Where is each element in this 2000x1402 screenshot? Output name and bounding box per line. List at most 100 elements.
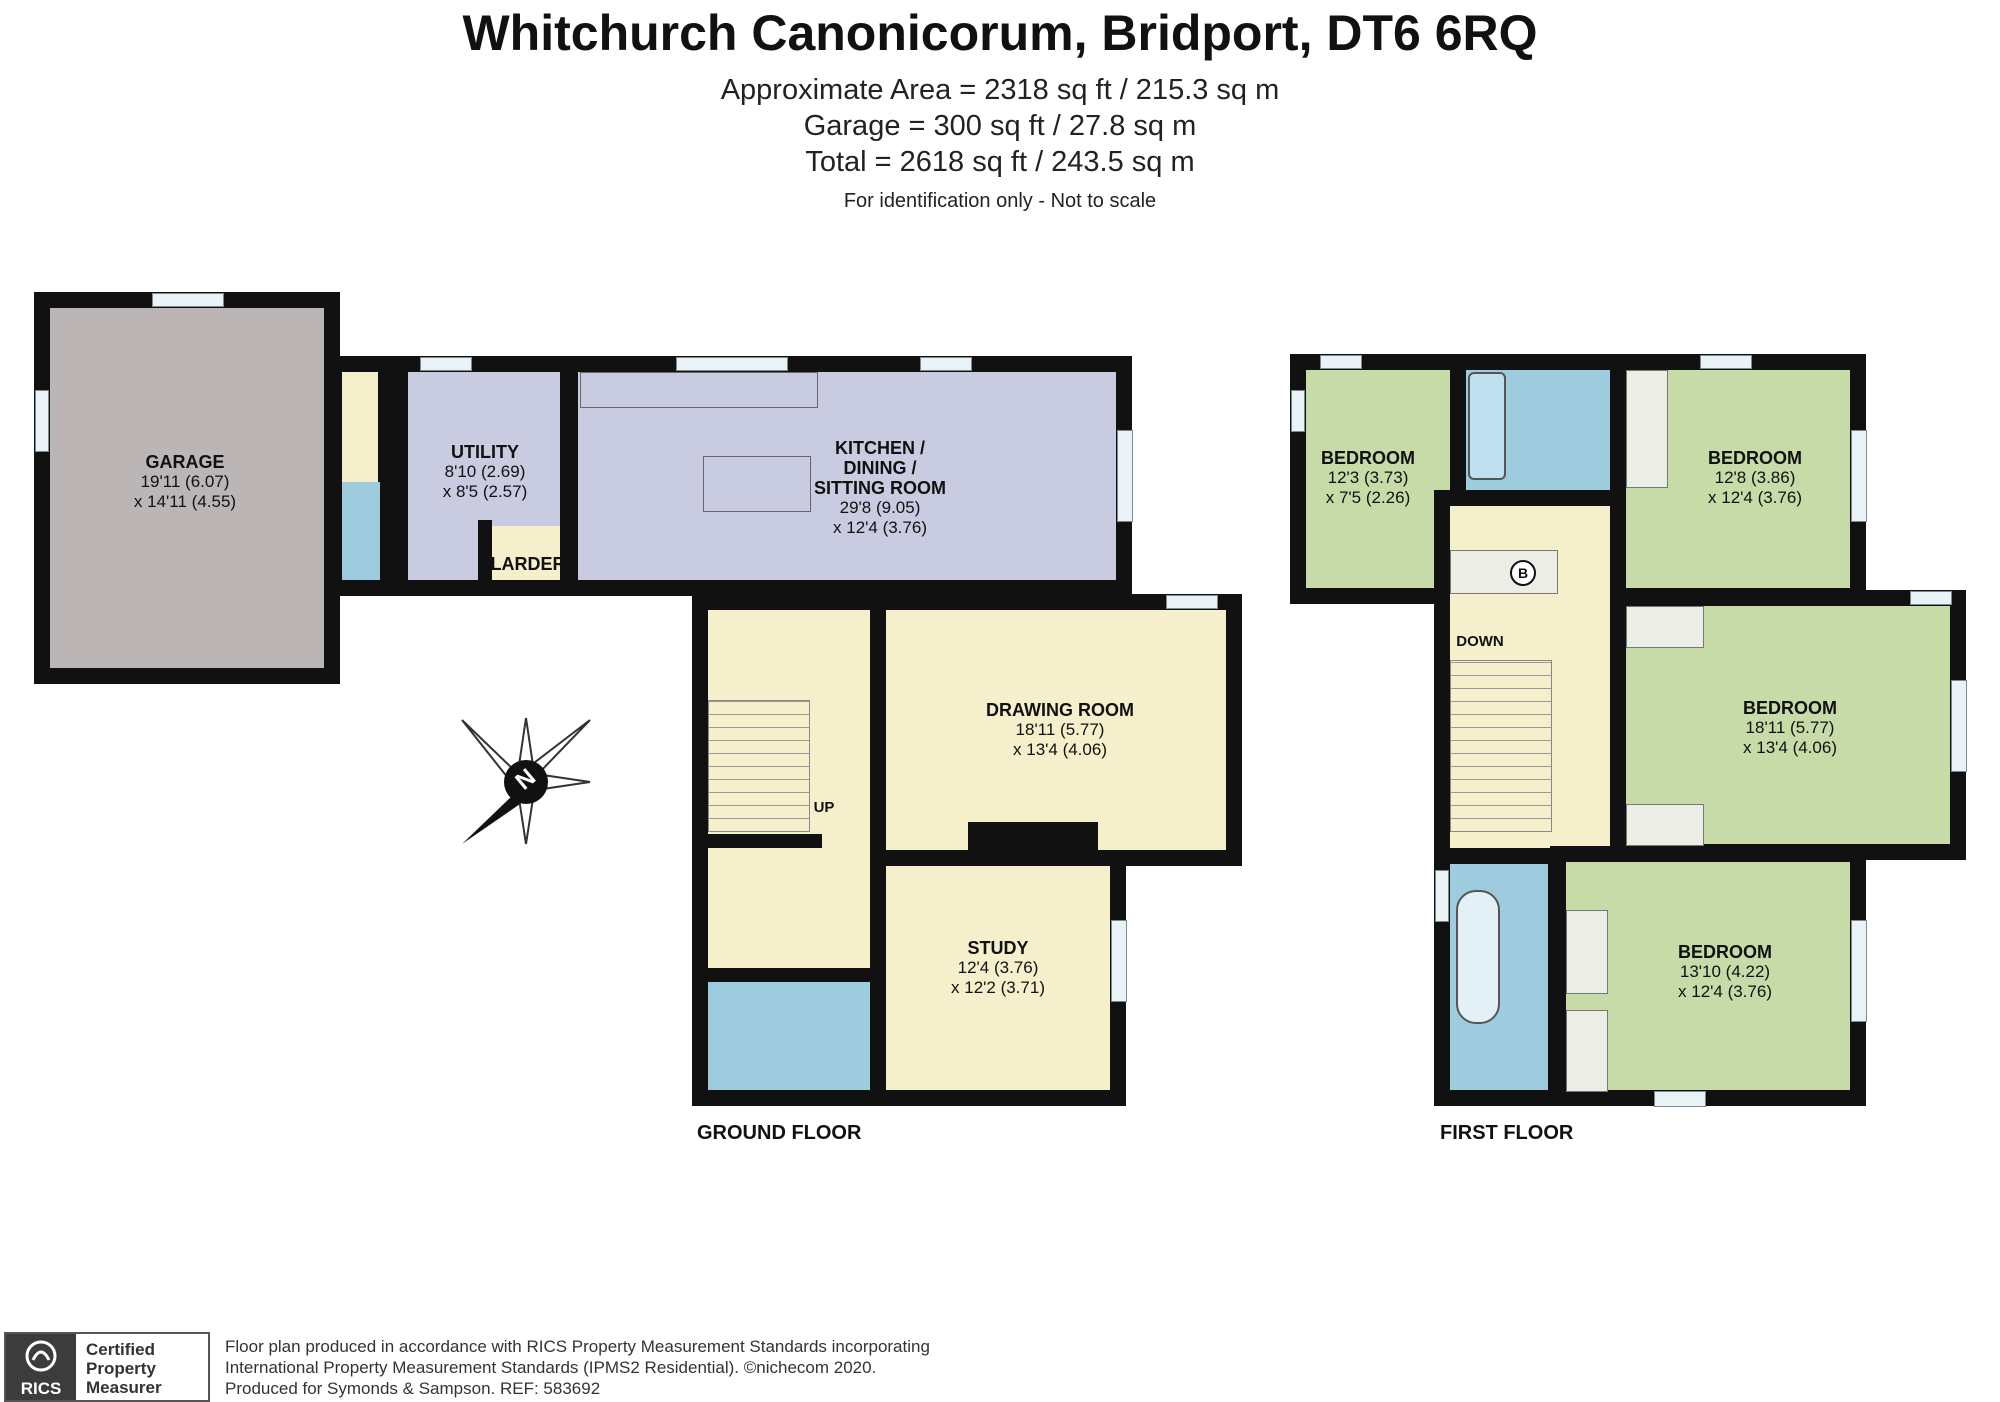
rics-logo-text: RICS <box>20 1379 62 1398</box>
bathroom-side-window <box>1435 870 1449 922</box>
rics-certified-badge: RICS Certified Property Measurer <box>4 1332 210 1402</box>
shower-room <box>708 982 870 1090</box>
drawing-room-dim1: 18'11 (5.77) <box>1015 720 1105 739</box>
freestanding-bath-icon <box>1456 890 1500 1024</box>
utility-name: UTILITY <box>451 442 519 462</box>
airing-cupboard <box>1450 550 1558 594</box>
study-window <box>1111 920 1127 1002</box>
garage-area: Garage = 300 sq ft / 27.8 sq m <box>803 110 1197 142</box>
kitchen-name-1: KITCHEN / <box>835 438 925 458</box>
larder-label: LARDER <box>488 554 568 574</box>
larder <box>492 526 560 580</box>
ground-staircase <box>708 700 810 832</box>
shower-room-wall <box>692 968 886 982</box>
study-dim1: 12'4 (3.76) <box>957 958 1039 977</box>
study-room <box>870 850 1126 1106</box>
cloakroom-wc <box>342 482 380 580</box>
rics-badge-line-1: Certified <box>86 1340 155 1359</box>
compass-rose-icon <box>461 717 591 845</box>
study-label: STUDY 12'4 (3.76) x 12'2 (3.71) <box>900 938 1096 998</box>
bedroom-4-dim1: 13'10 (4.22) <box>1679 962 1771 981</box>
bedroom-1-dim1: 12'3 (3.73) <box>1327 468 1409 487</box>
bedroom-2-wardrobe <box>1626 370 1668 488</box>
total-area: Total = 2618 sq ft / 243.5 sq m <box>805 146 1195 178</box>
study-name: STUDY <box>967 938 1029 958</box>
compass: N <box>460 716 592 846</box>
bedroom-1-name: BEDROOM <box>1321 448 1415 468</box>
garage-side-window <box>35 390 49 452</box>
bedroom-4-dim2: x 12'4 (3.76) <box>1678 982 1772 1001</box>
footer-line-1: Floor plan produced in accordance with R… <box>225 1337 930 1356</box>
drawing-room-name: DRAWING ROOM <box>986 700 1134 720</box>
bedroom-3-name: BEDROOM <box>1743 698 1837 718</box>
bedroom-1-window <box>1320 355 1362 369</box>
study-dim2: x 12'2 (3.71) <box>951 978 1045 997</box>
fireplace <box>968 822 1098 852</box>
bedroom-4-side-window <box>1851 920 1867 1022</box>
garage-dim2: x 14'11 (4.55) <box>133 492 237 511</box>
garage-name: GARAGE <box>145 452 225 472</box>
kitchen-window-2 <box>920 357 972 371</box>
kitchen-window-3 <box>1117 430 1133 522</box>
kitchen-worktop <box>580 372 818 408</box>
utility-label: UTILITY 8'10 (2.69) x 8'5 (2.57) <box>420 442 550 502</box>
utility-dim1: 8'10 (2.69) <box>444 462 526 481</box>
kitchen-window-1 <box>676 357 788 371</box>
footer-line-3: Produced for Symonds & Sampson. REF: 583… <box>225 1379 601 1398</box>
rics-badge-line-3: Measurer <box>86 1378 162 1397</box>
larder-name: LARDER <box>490 554 566 574</box>
kitchen-name-3: SITTING ROOM <box>814 478 946 498</box>
bedroom-4-label: BEDROOM 13'10 (4.22) x 12'4 (3.76) <box>1630 942 1820 1002</box>
bedroom-3-label: BEDROOM 18'11 (5.77) x 13'4 (4.06) <box>1680 698 1900 758</box>
bedroom-4-cupboard <box>1566 1010 1608 1092</box>
kitchen-dim1: 29'8 (9.05) <box>839 498 921 517</box>
footer-disclaimer: Floor plan produced in accordance with R… <box>225 1336 930 1399</box>
drawing-room-label: DRAWING ROOM 18'11 (5.77) x 13'4 (4.06) <box>940 700 1180 760</box>
entry-lobby <box>326 356 394 596</box>
page-title: Whitchurch Canonicorum, Bridport, DT6 6R… <box>462 5 1538 61</box>
bedroom-1-dim2: x 7'5 (2.26) <box>1325 488 1411 507</box>
utility-dim2: x 8'5 (2.57) <box>442 482 528 501</box>
bedroom-1-side-window <box>1291 390 1305 432</box>
drawing-room-dim2: x 13'4 (4.06) <box>1013 740 1107 759</box>
bedroom-3-dim2: x 13'4 (4.06) <box>1743 738 1837 757</box>
bath-icon <box>1468 372 1506 480</box>
bedroom-2-dim1: 12'8 (3.86) <box>1714 468 1796 487</box>
larder-wall <box>478 520 492 596</box>
bedroom-3-wardrobe-1 <box>1626 606 1704 648</box>
up-label: UP <box>813 799 835 816</box>
drawing-room <box>870 594 1242 866</box>
bedroom-4-name: BEDROOM <box>1678 942 1772 962</box>
first-staircase <box>1450 660 1552 832</box>
rics-logo: RICS <box>6 1334 76 1400</box>
rics-badge-text: Certified Property Measurer <box>86 1340 162 1397</box>
ground-floor-label: GROUND FLOOR <box>697 1122 862 1144</box>
utility-window <box>420 357 472 371</box>
bedroom-3-window <box>1910 591 1952 605</box>
bedroom-2-label: BEDROOM 12'8 (3.86) x 12'4 (3.76) <box>1660 448 1850 508</box>
bedroom-2-name: BEDROOM <box>1708 448 1802 468</box>
footer-line-2: International Property Measurement Stand… <box>225 1358 877 1377</box>
utility-kitchen-divider <box>560 356 578 596</box>
kitchen-label: KITCHEN / DINING / SITTING ROOM 29'8 (9.… <box>760 438 1000 538</box>
kitchen-dim2: x 12'4 (3.76) <box>833 518 927 537</box>
bedroom-1-label: BEDROOM 12'3 (3.73) x 7'5 (2.26) <box>1298 448 1438 508</box>
first-floor-label: FIRST FLOOR <box>1440 1122 1574 1144</box>
boiler-icon: B <box>1510 560 1536 586</box>
kitchen-name-2: DINING / <box>843 458 917 478</box>
down-label: DOWN <box>1456 633 1504 650</box>
bedroom-4-wardrobe <box>1566 910 1608 994</box>
rics-lion-icon <box>25 1340 57 1372</box>
bedroom-3-wardrobe-2 <box>1626 804 1704 846</box>
approximate-area: Approximate Area = 2318 sq ft / 215.3 sq… <box>720 74 1280 106</box>
bedroom-2-dim2: x 12'4 (3.76) <box>1708 488 1802 507</box>
bedroom-3-side-window <box>1951 680 1967 772</box>
garage-dim1: 19'11 (6.07) <box>140 472 230 491</box>
bedroom-2-window <box>1700 355 1752 369</box>
scale-note: For identification only - Not to scale <box>843 190 1157 212</box>
garage-label: GARAGE 19'11 (6.07) x 14'11 (4.55) <box>40 452 330 512</box>
bedroom-3-dim1: 18'11 (5.77) <box>1745 718 1835 737</box>
bedroom-2-side-window <box>1851 430 1867 522</box>
garage-window <box>152 293 224 307</box>
kitchen-island <box>703 456 811 512</box>
